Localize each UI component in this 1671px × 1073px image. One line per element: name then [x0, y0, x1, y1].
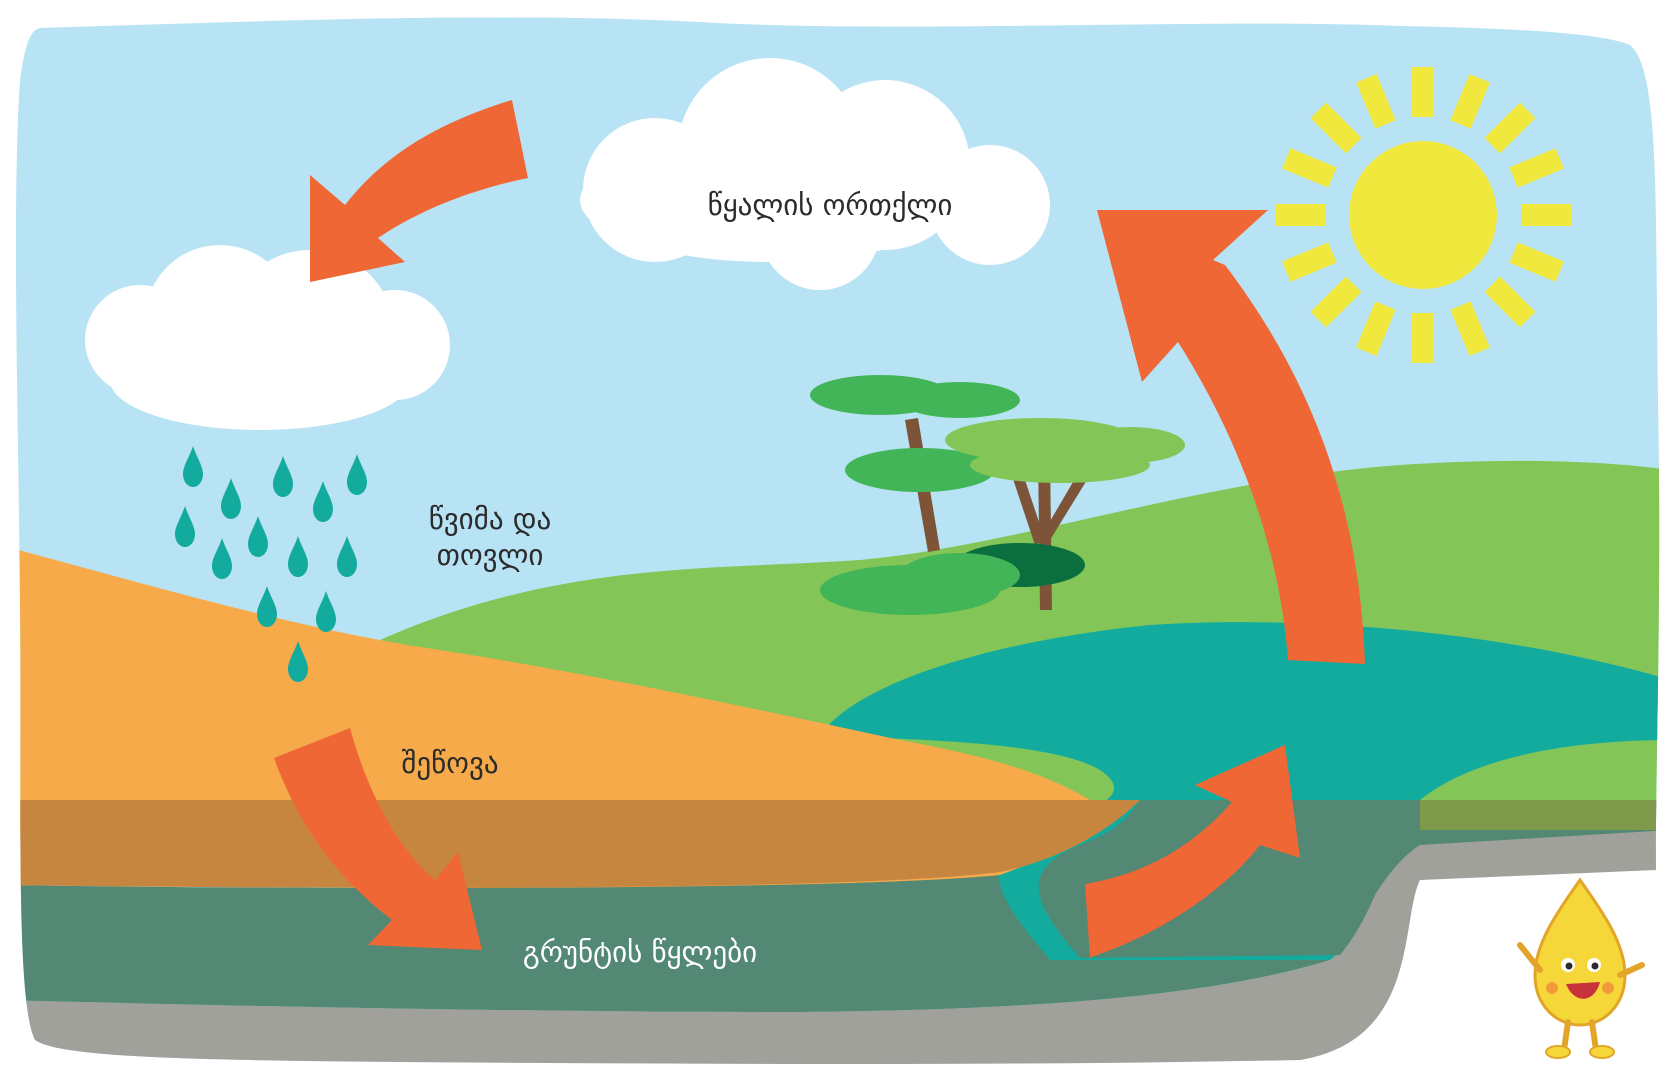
label-groundwater: გრუნტის წყლები [490, 935, 790, 969]
grass-deep-band [1420, 800, 1671, 830]
sun-ray [1275, 204, 1325, 226]
label-precipitation-line1: წვიმა და [410, 502, 570, 536]
label-water-vapor: წყალის ორთქლი [680, 188, 980, 222]
tree-crown [900, 382, 1020, 418]
label-infiltration: შეწოვა [380, 746, 520, 780]
sand-deep-band [0, 800, 1140, 888]
label-precipitation-line2: თოვლი [410, 538, 570, 572]
sun-ray [1412, 67, 1434, 117]
sun-ray [1412, 313, 1434, 363]
sun-ray [1521, 204, 1571, 226]
water-drop-mascot-icon [1520, 880, 1642, 1058]
bush [900, 553, 1020, 597]
tree-crown [970, 447, 1150, 483]
sun-icon [1275, 67, 1571, 363]
